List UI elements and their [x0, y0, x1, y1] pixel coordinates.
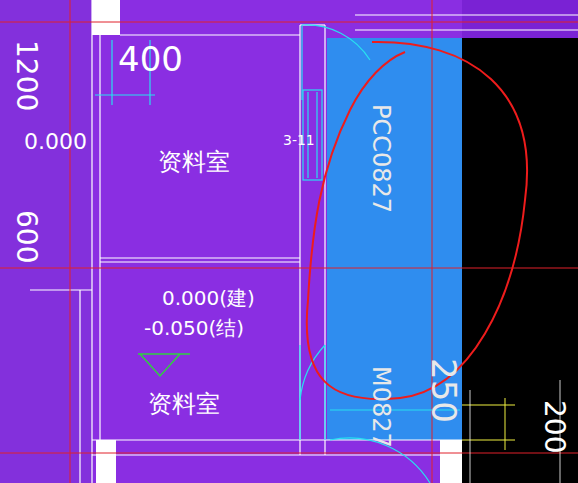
dimension-text: 400 — [118, 42, 183, 76]
room-text: -0.050(结) — [144, 318, 244, 338]
dimension-text: 200 — [540, 400, 568, 453]
room-text: 资料室 — [148, 392, 220, 416]
room-text: 0.000(建) — [162, 288, 255, 308]
dimension-text: 1200 — [12, 40, 40, 111]
door-window-code: PCC0827 — [369, 104, 393, 213]
door-window-code: M0827 — [369, 366, 393, 448]
highlight-region: PCC0827M0827250 — [327, 38, 462, 440]
callout-number: 3-11 — [283, 133, 315, 147]
room-region: 0.000(建) -0.050(结) 资料室 — [100, 262, 300, 440]
door-window-code: 250 — [427, 358, 461, 423]
elevation-text: 0.000 — [24, 131, 87, 153]
dimension-text: 600 — [12, 210, 40, 263]
room-text: 资料室 — [158, 150, 230, 174]
